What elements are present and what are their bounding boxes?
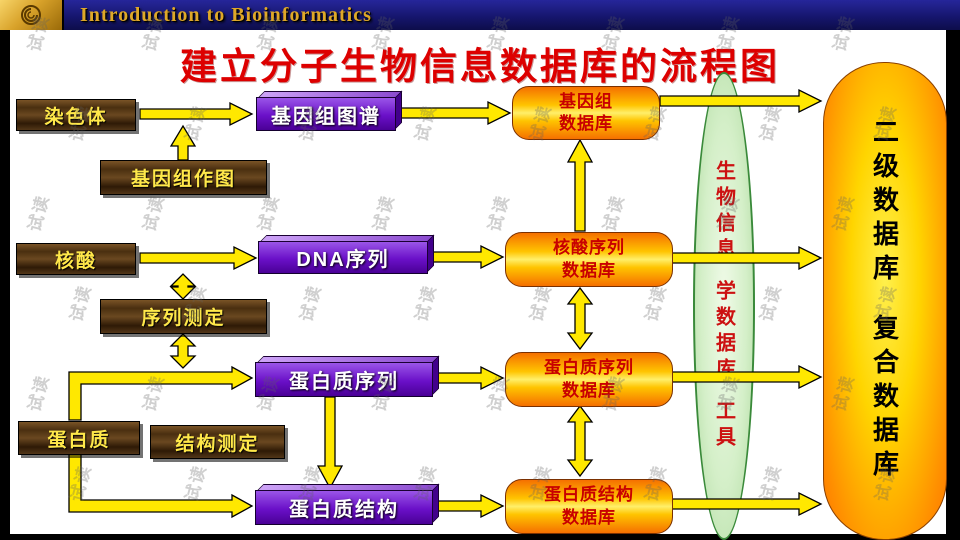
box-genome-db: 基因组 数据库 bbox=[512, 86, 660, 140]
box-protein: 蛋白质 bbox=[18, 421, 140, 455]
logo-icon bbox=[0, 0, 64, 30]
box-protein-struct-db: 蛋白质结构 数据库 bbox=[505, 479, 673, 534]
nucleic-db-line-1: 核酸序列 bbox=[553, 238, 625, 258]
secondary-db-line-1: 二级数据库 bbox=[869, 118, 900, 288]
hub-line-3: 工具 bbox=[712, 400, 735, 452]
box-chromosome: 染色体 bbox=[16, 99, 136, 131]
box-protein-structure: 蛋白质结构 bbox=[255, 490, 433, 525]
header-title: Introduction to Bioinformatics bbox=[80, 3, 372, 26]
logo-emblem-icon bbox=[21, 5, 41, 25]
box-sequencing: 序列测定 bbox=[100, 299, 267, 334]
protein-seq-db-line-2: 数据库 bbox=[562, 380, 616, 400]
box-genome-mapping: 基因组作图 bbox=[100, 160, 267, 195]
secondary-db-line-2: 复合数据库 bbox=[869, 314, 900, 484]
protein-seq-db-line-1: 蛋白质序列 bbox=[544, 358, 634, 378]
hub-line-2: 学数据库 bbox=[712, 280, 735, 384]
secondary-database-box: 二级数据库 复合数据库 bbox=[823, 62, 947, 540]
header-bar: Introduction to Bioinformatics bbox=[0, 0, 960, 30]
genome-db-line-1: 基因组 bbox=[559, 91, 613, 111]
box-dna-sequence: DNA序列 bbox=[258, 241, 428, 274]
box-nucleic-acid: 核酸 bbox=[16, 243, 136, 275]
box-structure-determination: 结构测定 bbox=[150, 425, 285, 459]
box-protein-sequence: 蛋白质序列 bbox=[255, 362, 433, 397]
nucleic-db-line-2: 数据库 bbox=[562, 260, 616, 280]
slide-title: 建立分子生物信息数据库的流程图 bbox=[180, 46, 780, 87]
box-nucleic-acid-db: 核酸序列 数据库 bbox=[505, 232, 673, 287]
box-protein-seq-db: 蛋白质序列 数据库 bbox=[505, 352, 673, 407]
hub-line-1: 生物信息 bbox=[712, 160, 735, 264]
box-genome-map: 基因组图谱 bbox=[256, 97, 396, 131]
genome-db-line-2: 数据库 bbox=[559, 114, 613, 133]
protein-struct-db-line-2: 数据库 bbox=[562, 507, 616, 527]
bioinformatics-hub-ellipse: 生物信息 学数据库 工具 bbox=[693, 72, 755, 540]
protein-struct-db-line-1: 蛋白质结构 bbox=[544, 485, 634, 505]
